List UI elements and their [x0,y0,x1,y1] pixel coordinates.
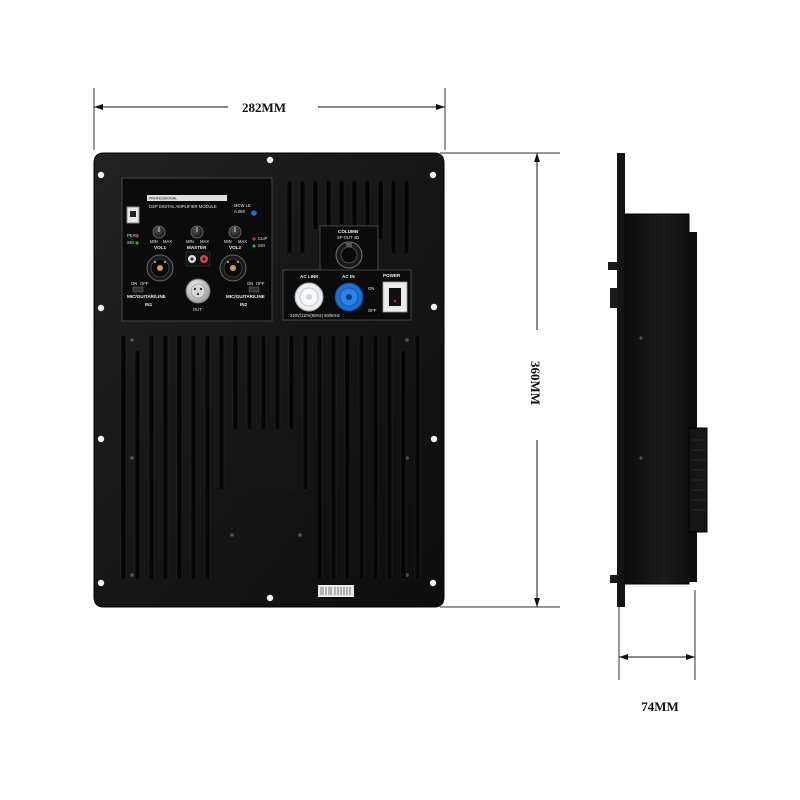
ac-link-label: AC LINK [300,274,319,279]
mounting-screws [97,156,438,602]
vol1-min: MIN [150,239,158,244]
vol2-min: MIN [224,239,232,244]
input2-num: IN2 [240,302,248,307]
sig-label-right: SIG [258,243,265,248]
peak-led [135,234,139,238]
vol2-knob[interactable] [228,225,242,239]
right-on-label: ON [247,281,253,286]
status-led [251,210,257,216]
master-max: MAX [200,239,209,244]
power-label: POWER [383,273,401,278]
heatsink-slots [120,334,421,581]
top-vent-slots [286,179,410,255]
vol1-knob[interactable] [152,225,166,239]
indicator-line-1: MCW LE [234,203,251,208]
vol1-label: VOL1 [154,245,166,250]
power-switch[interactable] [382,281,408,313]
master-label: MASTER [187,245,207,250]
module-name-label: DSP DIGITAL AMPLIFIER MODULE [149,204,217,209]
speaker-output-connector[interactable] [335,241,363,269]
power-off-label: OFF [368,308,377,313]
vol1-max: MAX [163,239,172,244]
ac-in-label: AC IN [342,274,355,279]
serial-sticker [318,585,354,597]
xlr-output[interactable] [185,278,211,304]
right-toggle[interactable] [248,286,260,293]
width-dimension: 282MM [93,88,446,150]
out-label: OUT [193,307,202,312]
power-section: COLUMN SP OUT 4Ω AC LINK AC IN POWER ON [282,225,412,321]
vol2-max: MAX [238,239,247,244]
rca-jacks[interactable] [185,251,211,267]
master-knob[interactable] [190,225,204,239]
sig-led-right [252,244,256,248]
width-label: 282MM [242,100,286,115]
input1-num: IN1 [145,302,153,307]
sig-led [135,241,139,245]
right-off-label: OFF [256,281,265,286]
ac-link-connector[interactable] [294,282,324,312]
clip-label: CLIP [258,236,268,241]
ac-in-connector[interactable] [334,282,364,312]
sig-label: SIG [127,240,134,245]
sp-out-label: SP OUT 4Ω [337,235,359,240]
input1-label: MIC/GUITAR/LINE [127,294,166,299]
peak-label: PEAK [127,233,138,238]
left-toggle[interactable] [132,286,144,293]
height-label: 360MM [528,361,543,405]
clip-led [252,237,256,241]
input2-label: MIC/GUITAR/LINE [226,294,265,299]
badge-label: PROFESSIONAL [149,197,177,201]
side-profile [608,153,708,607]
indicator-line-2: A.050 [234,209,246,214]
depth-dimension: 74MM [618,590,696,714]
vol2-label: VOL2 [229,245,241,250]
voltage-label: 220V/110V(60Hz) 50/60Hz [290,313,340,318]
height-dimension: 360MM [440,152,560,608]
power-on-label: ON [368,286,374,291]
left-off-label: OFF [140,281,149,286]
input1-combo-jack[interactable] [146,254,174,282]
control-panel: PROFESSIONAL DSP DIGITAL AMPLIFIER MODUL… [121,177,273,322]
input2-combo-jack[interactable] [219,254,247,282]
column-label: COLUMN [338,229,359,234]
master-min: MIN [186,239,194,244]
depth-label: 74MM [641,699,679,714]
left-on-label: ON [131,281,137,286]
